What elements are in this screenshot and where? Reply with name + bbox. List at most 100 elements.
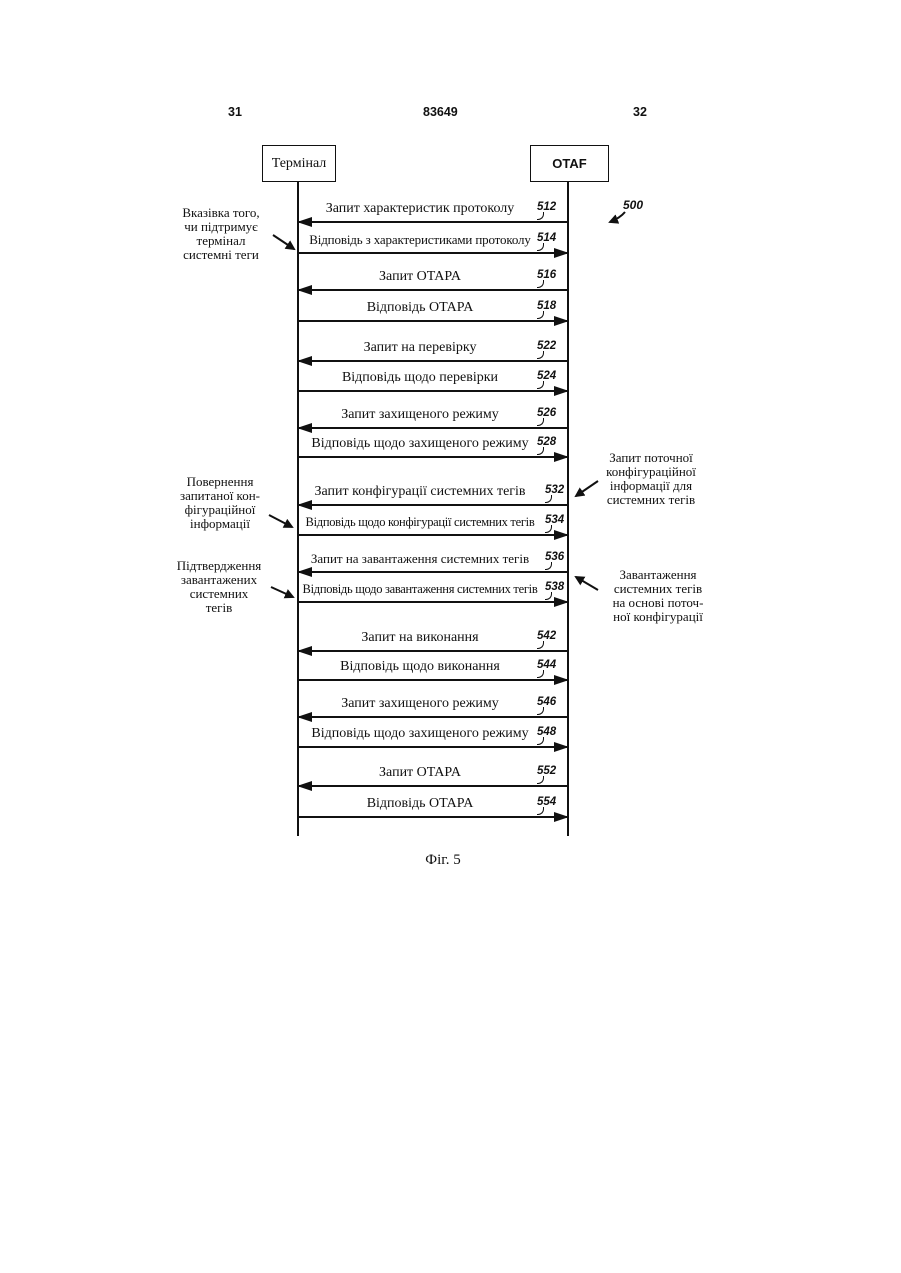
message-label: Запит на завантаження системних тегів bbox=[298, 551, 542, 567]
annotation-line: системних bbox=[159, 587, 279, 601]
annotation-line: Завантаження bbox=[598, 568, 718, 582]
message-number: 534 bbox=[545, 513, 564, 527]
message-number: 512 bbox=[537, 200, 556, 214]
message-label: Відповідь OTAPA bbox=[298, 796, 542, 812]
message-arrow bbox=[298, 601, 568, 603]
arrowhead bbox=[554, 316, 569, 326]
message-row: Запит захищеного режиму 526 bbox=[0, 406, 901, 436]
annotation-line: Повернення bbox=[160, 475, 280, 489]
message-arrow bbox=[298, 716, 568, 718]
annotation-line: чи підтримує bbox=[161, 220, 281, 234]
message-number: 528 bbox=[537, 435, 556, 449]
message-arrow bbox=[298, 785, 568, 787]
message-number: 548 bbox=[537, 725, 556, 739]
arrowhead bbox=[554, 452, 569, 462]
arrowhead bbox=[297, 423, 312, 433]
message-row: Відповідь щодо захищеного режиму 548 bbox=[0, 725, 901, 755]
message-arrow bbox=[298, 679, 568, 681]
annotation-line: тегів bbox=[159, 601, 279, 615]
message-arrow bbox=[298, 252, 568, 254]
annotation-line: Вказівка того, bbox=[161, 206, 281, 220]
message-row: Запит OTAPA 516 bbox=[0, 268, 901, 298]
arrowhead bbox=[297, 500, 312, 510]
message-arrow bbox=[298, 816, 568, 818]
arrowhead bbox=[554, 812, 569, 822]
message-arrow bbox=[298, 390, 568, 392]
message-arrow bbox=[298, 427, 568, 429]
message-label: Запит на виконання bbox=[298, 630, 542, 646]
figure-caption: Фіг. 5 bbox=[393, 851, 493, 869]
arrowhead bbox=[554, 248, 569, 258]
message-label: Відповідь щодо завантаження системних те… bbox=[298, 581, 542, 597]
message-arrow bbox=[298, 456, 568, 458]
message-label: Запит характеристик протоколу bbox=[298, 201, 542, 217]
message-label: Відповідь щодо перевірки bbox=[298, 370, 542, 386]
annotation-line: системних тегів bbox=[598, 582, 718, 596]
message-number: 536 bbox=[545, 550, 564, 564]
message-row: Запит на завантаження системних тегів 53… bbox=[0, 550, 901, 580]
message-arrow bbox=[298, 571, 568, 573]
arrowhead bbox=[554, 386, 569, 396]
arrowhead bbox=[297, 356, 312, 366]
annotation-line: конфігураційної bbox=[591, 465, 711, 479]
message-number: 538 bbox=[545, 580, 564, 594]
annotation-line: системних тегів bbox=[591, 493, 711, 507]
arrowhead bbox=[554, 742, 569, 752]
message-label: Запит OTAPA bbox=[298, 765, 542, 781]
participant-label: OTAF bbox=[552, 156, 586, 171]
message-number: 526 bbox=[537, 406, 556, 420]
annotation-line: інформації для bbox=[591, 479, 711, 493]
message-label: Відповідь щодо конфігурації системних те… bbox=[298, 514, 542, 530]
participant-otaf: OTAF bbox=[530, 145, 609, 182]
annotation-tag-loading: Завантаження системних тегів на основі п… bbox=[598, 568, 718, 624]
annotation-line: системні теги bbox=[161, 248, 281, 262]
message-row: Відповідь OTAPA 554 bbox=[0, 795, 901, 825]
message-number: 544 bbox=[537, 658, 556, 672]
annotation-line: ної конфігурації bbox=[598, 610, 718, 624]
message-number: 552 bbox=[537, 764, 556, 778]
arrowhead bbox=[297, 781, 312, 791]
message-row: Запит на виконання 542 bbox=[0, 629, 901, 659]
message-row: Запит захищеного режиму 546 bbox=[0, 695, 901, 725]
annotation-line: інформації bbox=[160, 517, 280, 531]
page-number-left: 31 bbox=[228, 105, 242, 119]
message-row: Запит конфігурації системних тегів 532 bbox=[0, 483, 901, 513]
annotation-line: завантажених bbox=[159, 573, 279, 587]
message-number: 514 bbox=[537, 231, 556, 245]
message-number: 546 bbox=[537, 695, 556, 709]
message-arrow bbox=[298, 289, 568, 291]
message-label: Відповідь щодо захищеного режиму bbox=[298, 436, 542, 452]
message-number: 532 bbox=[545, 483, 564, 497]
message-row: Запит характеристик протоколу 512 bbox=[0, 200, 901, 230]
annotation-config-request: Запит поточної конфігураційної інформаці… bbox=[591, 451, 711, 507]
page-number-right: 32 bbox=[633, 105, 647, 119]
annotation-line: термінал bbox=[161, 234, 281, 248]
annotation-config-return: Повернення запитаної кон- фігураційної і… bbox=[160, 475, 280, 531]
message-number: 522 bbox=[537, 339, 556, 353]
annotation-line: Підтвердження bbox=[159, 559, 279, 573]
document-number: 83649 bbox=[423, 105, 458, 119]
arrowhead bbox=[297, 217, 312, 227]
message-arrow bbox=[298, 221, 568, 223]
message-label: Відповідь з характеристиками протоколу bbox=[298, 232, 542, 248]
message-arrow bbox=[298, 504, 568, 506]
message-arrow bbox=[298, 650, 568, 652]
message-row: Відповідь щодо завантаження системних те… bbox=[0, 580, 901, 610]
message-number: 542 bbox=[537, 629, 556, 643]
message-row: Відповідь щодо конфігурації системних те… bbox=[0, 513, 901, 543]
message-label: Запит захищеного режиму bbox=[298, 696, 542, 712]
message-arrow bbox=[298, 534, 568, 536]
participant-label: Термінал bbox=[272, 156, 327, 172]
annotation-tag-support: Вказівка того, чи підтримує термінал сис… bbox=[161, 206, 281, 262]
message-label: Відповідь щодо виконання bbox=[298, 659, 542, 675]
message-arrow bbox=[298, 360, 568, 362]
arrowhead bbox=[554, 675, 569, 685]
message-label: Запит OTAPA bbox=[298, 269, 542, 285]
message-row: Запит на перевірку 522 bbox=[0, 339, 901, 369]
message-row: Відповідь щодо перевірки 524 bbox=[0, 369, 901, 399]
message-number: 524 bbox=[537, 369, 556, 383]
message-label: Запит конфігурації системних тегів bbox=[298, 484, 542, 500]
message-row: Відповідь з характеристиками протоколу 5… bbox=[0, 231, 901, 261]
message-number: 554 bbox=[537, 795, 556, 809]
